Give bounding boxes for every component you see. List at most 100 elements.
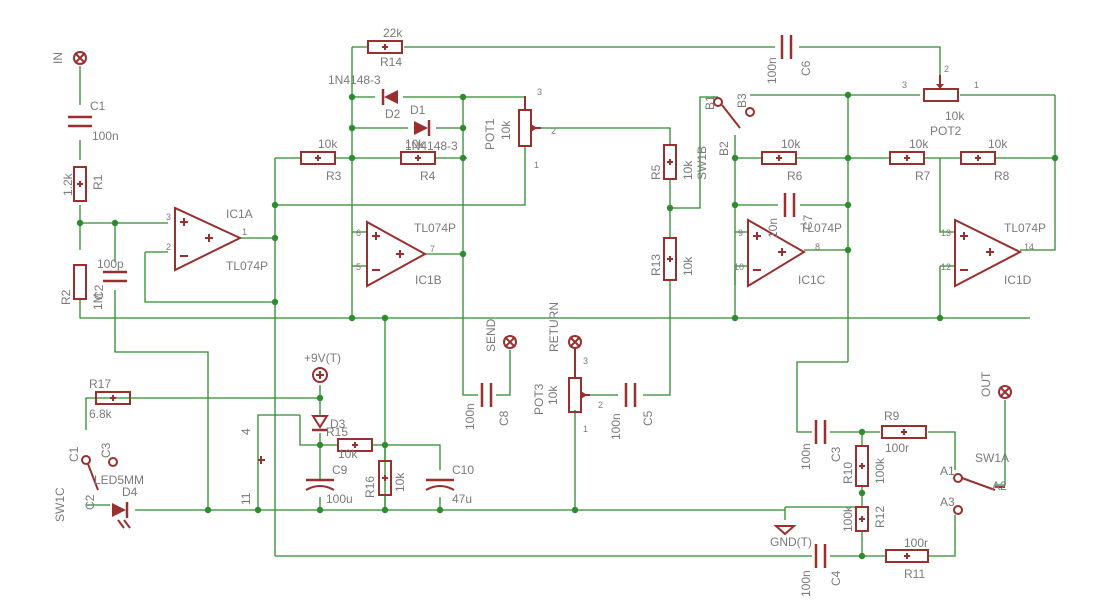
pin-2-pot1: 2 <box>551 126 556 136</box>
label-c2v: 100p <box>97 257 124 271</box>
label-r7: R7 <box>915 169 931 183</box>
label-r4v: 10k <box>405 137 425 151</box>
label-r10: R10 <box>841 462 855 484</box>
label-c6v: 100n <box>765 57 779 84</box>
label-c4: C4 <box>829 570 843 586</box>
pin-14-ic1d: 14 <box>1024 242 1034 252</box>
switch-sw1a[interactable] <box>953 473 1005 515</box>
label-r2: R2 <box>59 289 73 305</box>
pin-7-ic1b: 7 <box>430 244 435 254</box>
label-r17v: 6.8k <box>89 407 113 421</box>
label-pot3: POT3 <box>532 383 546 415</box>
label-ic1d: IC1D <box>1004 273 1032 287</box>
vcc-symbol <box>312 367 328 383</box>
label-ic1c: IC1C <box>798 273 826 287</box>
diode-d3 <box>311 415 329 432</box>
pin-1-ic1a: 1 <box>242 227 247 237</box>
capacitor-c2 <box>103 270 127 283</box>
pin-10-ic1c: 10 <box>734 262 744 272</box>
pot-pot1[interactable] <box>518 96 541 147</box>
label-pot1v: 10k <box>499 120 513 140</box>
resistor-r2 <box>73 264 87 300</box>
label-r1v: 1.2k <box>61 172 75 196</box>
pin-6-ic1b: 6 <box>356 228 361 238</box>
resistor-r1 <box>73 166 87 202</box>
diode-d2 <box>381 89 398 105</box>
jack-send[interactable] <box>503 335 517 349</box>
label-c8v: 100n <box>463 403 477 430</box>
label-gnd: GND(T) <box>770 535 812 549</box>
resistor-r11 <box>885 549 929 563</box>
label-r16v: 10k <box>393 472 407 492</box>
label-c10v: 47u <box>452 492 472 506</box>
label-d4: D4 <box>122 485 138 499</box>
label-d2v: 1N4148-3 <box>328 73 381 87</box>
label-r5v: 10k <box>681 160 695 180</box>
label-c5v: 100n <box>609 413 623 440</box>
pot-pot3[interactable] <box>568 348 590 413</box>
jack-in[interactable] <box>73 51 87 65</box>
label-d4v: LED5MM <box>94 473 144 487</box>
capacitor-c3 <box>814 420 827 444</box>
label-c7: C7 <box>801 214 815 230</box>
label-sw1c: SW1C <box>53 487 67 522</box>
label-r14v: 22k <box>383 26 403 40</box>
resistor-r10 <box>855 445 869 487</box>
resistor-r6 <box>761 151 797 165</box>
jack-return[interactable] <box>568 335 582 349</box>
label-sw1a: SW1A <box>975 451 1009 465</box>
label-d1: D1 <box>410 103 426 117</box>
capacitor-c1 <box>68 115 92 128</box>
resistor-r4 <box>400 151 436 165</box>
capacitor-c9 <box>305 478 335 491</box>
capacitor-c6 <box>780 35 793 59</box>
label-sw-c2: C2 <box>83 494 97 510</box>
label-in: IN <box>51 52 65 64</box>
pot-pot2[interactable] <box>923 75 959 102</box>
label-r9v: 100r <box>885 441 909 455</box>
label-r13: R13 <box>649 254 663 276</box>
switch-sw1b[interactable] <box>713 97 755 129</box>
label-r11: R11 <box>904 567 925 581</box>
label-out: OUT <box>979 371 993 397</box>
label-send: SEND <box>484 318 498 352</box>
label-pot2: POT2 <box>930 124 962 138</box>
label-c6: C6 <box>799 60 813 76</box>
label-r15: R15 <box>326 425 348 439</box>
label-r13v: 10k <box>681 256 695 276</box>
capacitor-c7 <box>783 193 796 217</box>
switch-sw1c[interactable] <box>81 455 118 491</box>
labels: IN C1 100n 1.2k R1 100p R2 1M C2 IC1A TL… <box>51 26 1046 597</box>
label-sw1b: SW1B <box>695 146 709 180</box>
pin-3-pot3: 3 <box>583 356 588 366</box>
resistor-r16 <box>378 460 392 496</box>
pin-1-pot2: 1 <box>974 80 979 90</box>
label-r4: R4 <box>420 169 436 183</box>
capacitor-c8 <box>480 383 493 407</box>
label-r8v: 10k <box>988 137 1008 151</box>
resistor-r14 <box>367 40 403 54</box>
label-r8: R8 <box>994 169 1010 183</box>
pin-9-ic1c: 9 <box>738 228 743 238</box>
capacitor-c5 <box>624 383 637 407</box>
label-c1: C1 <box>90 99 106 113</box>
label-c9: C9 <box>332 463 348 477</box>
label-r1: R1 <box>91 174 105 190</box>
label-b3: B3 <box>735 93 749 108</box>
resistor-r17 <box>95 391 131 405</box>
opamp-ic1b <box>366 220 428 288</box>
label-ic1c-type: TL074P <box>800 221 842 235</box>
label-a3: A3 <box>940 495 955 509</box>
label-c8: C8 <box>497 410 511 426</box>
label-d1v: 1N4148-3 <box>405 139 458 153</box>
resistor-r3 <box>300 151 336 165</box>
label-ic1a: IC1A <box>226 207 253 221</box>
pin-12-ic1d: 12 <box>941 262 951 272</box>
jack-out[interactable] <box>998 385 1012 399</box>
pin-1-pot1: 1 <box>534 160 539 170</box>
label-r17: R17 <box>89 377 111 391</box>
led-d4 <box>112 502 131 529</box>
resistor-r12 <box>855 506 869 532</box>
pin-2-pot3: 2 <box>598 400 603 410</box>
